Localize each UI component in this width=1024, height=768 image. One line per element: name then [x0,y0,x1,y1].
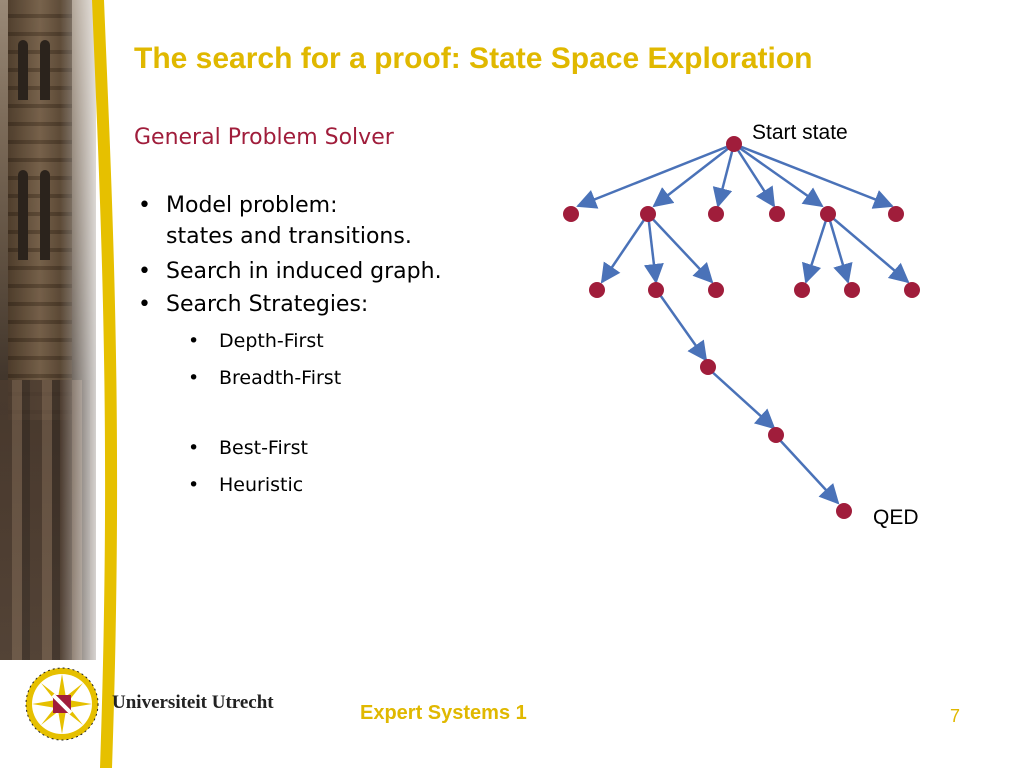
sub-bullet-text: Best-First [219,437,308,459]
tree-node [563,206,579,222]
bullet-glyph: • [188,330,200,352]
sub-bullet-text: Heuristic [219,474,304,496]
sub-bullet-text: Depth-First [219,330,324,352]
sub-bullet-item: • Heuristic [134,472,442,498]
gold-sweep [92,0,118,768]
tree-edge [733,142,894,209]
tree-node [820,206,836,222]
tree-nodes [563,136,920,519]
tree-edge [643,213,664,284]
tree-edge [647,213,714,284]
goal-node [836,503,852,519]
bullet-item: • Search Strategies: [134,289,442,320]
tree-edge [826,213,853,284]
bullet-item: • Search in induced graph. [134,256,442,287]
tower-window [18,170,28,260]
sub-bullet-item: • Depth-First [134,328,442,354]
course-title: Expert Systems 1 [360,702,527,724]
photo-fade [60,0,100,768]
tower-window [40,40,50,100]
tree-node [768,427,784,443]
state-space-tree: Start state QED [563,121,920,529]
bullet-text-continued: states and transitions. [166,224,412,249]
tree-edge [733,142,824,208]
tree-edge [712,143,736,208]
tree-node [794,282,810,298]
bullet-text: Search in induced graph. [166,259,442,284]
tree-edge [802,213,830,284]
university-seal-icon [25,667,99,741]
tower-window [40,170,50,260]
tree-edge [600,213,650,284]
tree-node [640,206,656,222]
bullet-item: • Model problem: states and transitions. [134,190,442,252]
bullet-glyph: • [188,437,200,459]
page-number: 7 [950,706,961,726]
qed-label: QED [873,506,919,529]
bullet-glyph: • [188,474,200,496]
tree-node [708,206,724,222]
bullet-glyph: • [138,259,151,284]
tree-node [888,206,904,222]
start-state-label: Start state [752,121,848,144]
tree-node [769,206,785,222]
sub-bullet-item: • Best-First [134,435,442,461]
slide-subtitle: General Problem Solver [134,125,394,150]
start-node [726,136,742,152]
sub-bullet-text: Breadth-First [219,367,342,389]
tree-edge [652,143,735,208]
tree-edge [576,142,735,209]
bullet-glyph: • [138,292,151,317]
tree-node [904,282,920,298]
tree-node [700,359,716,375]
tree-node [589,282,605,298]
tree-edge [709,369,776,430]
tree-node [708,282,724,298]
university-name: Universiteit Utrecht [112,692,274,713]
bullet-text: Model problem: [166,193,338,218]
bullet-list: • Model problem: states and transitions.… [134,190,442,498]
tower-window [18,40,28,100]
tree-edge [827,213,910,284]
bullet-glyph: • [188,367,200,389]
tree-edge [732,143,776,208]
tree-node [648,282,664,298]
bullet-text: Search Strategies: [166,292,369,317]
slide-title: The search for a proof: State Space Expl… [134,42,813,75]
tree-edges [576,142,910,505]
sub-bullet-item: • Breadth-First [134,365,442,391]
tree-edge [656,291,708,362]
bullet-glyph: • [138,193,151,218]
tree-node [844,282,860,298]
tree-edge [777,437,840,505]
